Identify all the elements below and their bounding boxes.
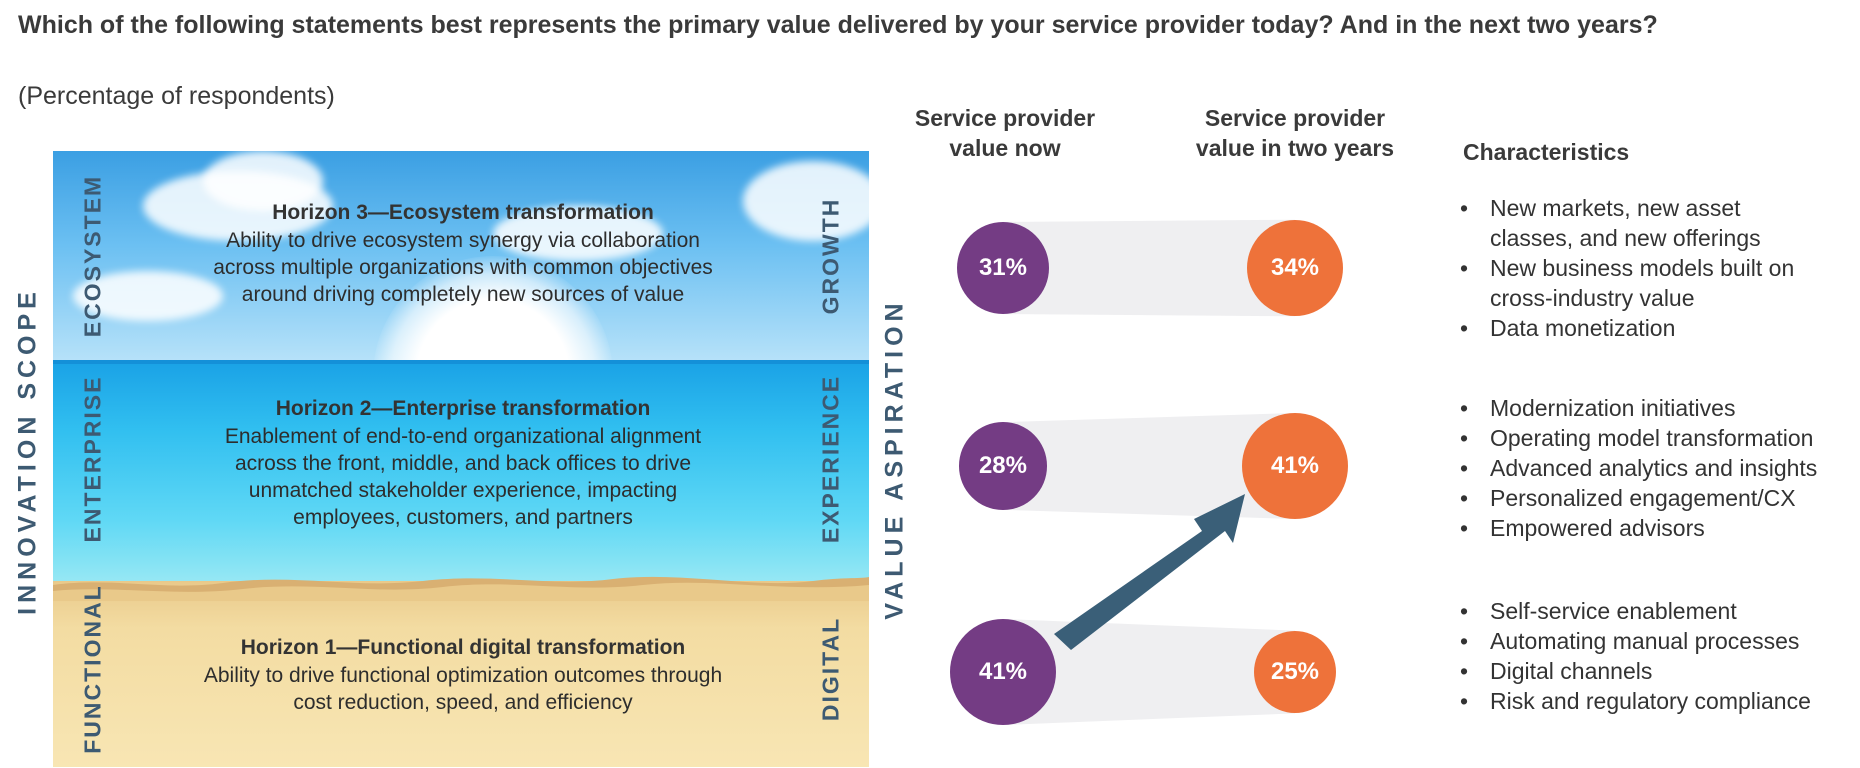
column-header-now: Service provider value now: [880, 103, 1130, 163]
characteristic-item: Digital channels: [1460, 656, 1830, 686]
question-title: Which of the following statements best r…: [18, 11, 1658, 39]
horizon-1-title: Horizon 1—Functional digital transformat…: [240, 636, 686, 659]
horizon-1-block: Horizon 1—Functional digital transformat…: [153, 634, 773, 716]
shoreline: [53, 576, 869, 601]
characteristics-list-digital: Self-service enablement Automating manua…: [1460, 596, 1830, 716]
characteristic-item: Modernization initiatives: [1460, 393, 1855, 423]
cloud: [73, 271, 223, 321]
now-bubble-growth: 31%: [956, 221, 1050, 315]
future-bubble-growth: 34%: [1246, 219, 1344, 317]
cloud: [493, 206, 663, 261]
horizon-3-title: Horizon 3—Ecosystem transformation: [272, 201, 654, 224]
column-header-future: Service provider value in two years: [1170, 103, 1420, 163]
characteristic-item: New markets, new asset classes, and new …: [1460, 193, 1800, 253]
horizon-3-line: around driving completely new sources of…: [241, 283, 685, 306]
now-bubble-digital: 41%: [950, 619, 1056, 725]
future-bubble-experience: 41%: [1242, 413, 1348, 519]
characteristic-item: Personalized engagement/CX: [1460, 483, 1855, 513]
characteristic-item: Self-service enablement: [1460, 596, 1830, 626]
horizon-1-line: Ability to drive functional optimization…: [203, 664, 723, 687]
cloud: [203, 151, 323, 211]
characteristic-item: Empowered advisors: [1460, 513, 1855, 543]
shift-arrow: [1054, 494, 1245, 650]
horizon-line: [53, 360, 869, 364]
horizon-scene: ECOSYSTEM ENTERPRISE FUNCTIONAL GROWTH E…: [53, 151, 869, 767]
cloud: [743, 161, 869, 241]
horizon-2-line: employees, customers, and partners: [293, 506, 633, 529]
now-bubble-experience: 28%: [959, 422, 1047, 510]
column-header-now-line: Service provider: [914, 105, 1096, 131]
characteristics-header: Characteristics: [1463, 139, 1630, 165]
characteristic-item: New business models built on cross-indus…: [1460, 253, 1800, 313]
column-header-now-line: value now: [949, 135, 1061, 161]
value-ribbon: [1003, 219, 1295, 317]
characteristic-item: Advanced analytics and insights: [1460, 453, 1855, 483]
future-bubble-digital: 25%: [1253, 630, 1337, 714]
characteristic-item: Risk and regulatory compliance: [1460, 686, 1830, 716]
characteristic-item: Automating manual processes: [1460, 626, 1830, 656]
characteristics-list-growth: New markets, new asset classes, and new …: [1460, 193, 1800, 343]
characteristic-item: Data monetization: [1460, 313, 1800, 343]
sea-band: [53, 362, 869, 587]
column-header-future-line: Service provider: [1204, 105, 1386, 131]
horizon-2-title: Horizon 2—Enterprise transformation: [275, 397, 651, 420]
horizon-2-line: unmatched stakeholder experience, impact…: [248, 479, 678, 502]
column-header-future-line: value in two years: [1195, 135, 1395, 161]
horizon-3-block: Horizon 3—Ecosystem transformation Abili…: [153, 199, 773, 308]
horizon-3-line: across multiple organizations with commo…: [213, 256, 713, 279]
sand-band: [53, 581, 869, 767]
horizon-2-block: Horizon 2—Enterprise transformation Enab…: [153, 395, 773, 531]
value-ribbon: [1003, 413, 1295, 519]
characteristics-list-experience: Modernization initiatives Operating mode…: [1460, 393, 1855, 543]
subtitle: (Percentage of respondents): [18, 82, 335, 110]
horizon-3-line: Ability to drive ecosystem synergy via c…: [226, 229, 700, 252]
horizon-1-line: cost reduction, speed, and efficiency: [293, 691, 633, 714]
characteristic-item: Operating model transformation: [1460, 423, 1855, 453]
horizon-2-line: Enablement of end-to-end organizational …: [224, 425, 702, 448]
horizon-2-line: across the front, middle, and back offic…: [234, 452, 691, 475]
